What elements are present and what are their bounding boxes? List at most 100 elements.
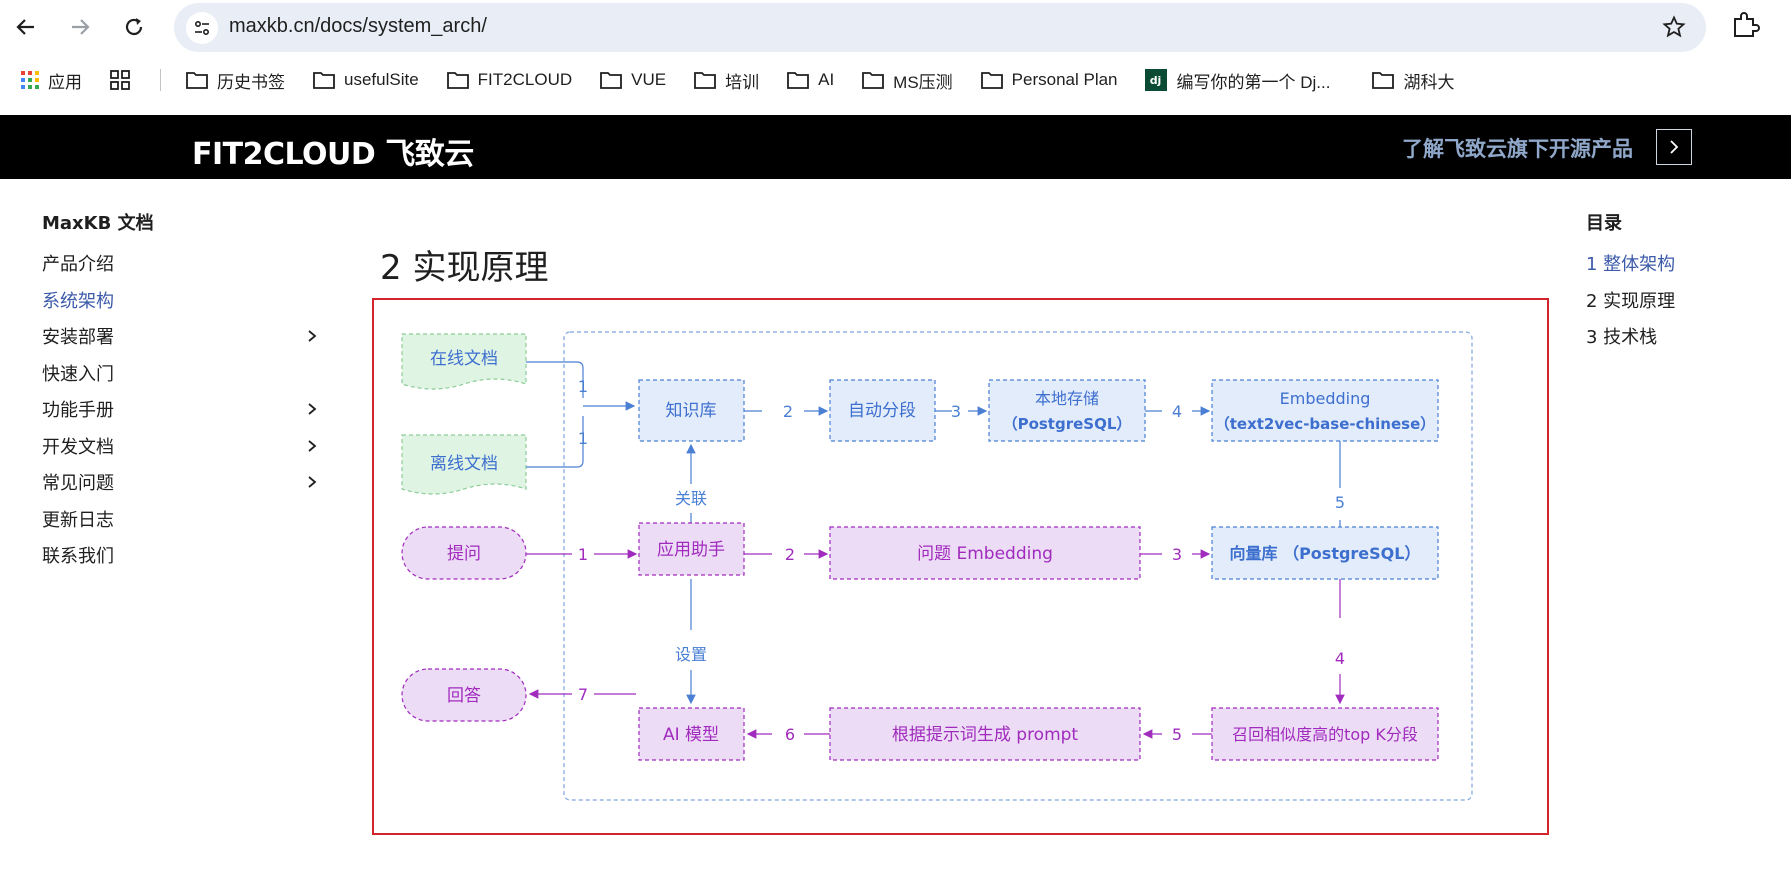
svg-text:向量库 （PostgreSQL）: 向量库 （PostgreSQL） bbox=[1230, 544, 1421, 563]
sidebar-item[interactable]: 系统架构 bbox=[42, 282, 322, 319]
svg-text:4: 4 bbox=[1172, 402, 1182, 421]
answer-node: 回答 bbox=[401, 668, 527, 722]
bookmarks-separator bbox=[160, 69, 161, 91]
toc-item[interactable]: 1 整体架构 bbox=[1586, 254, 1676, 276]
sidebar-item[interactable]: 更新日志 bbox=[42, 501, 322, 538]
arrow-right-icon bbox=[72, 19, 90, 35]
sidebar-item[interactable]: 联系我们 bbox=[42, 537, 322, 574]
svg-text:本地存储: 本地存储 bbox=[1035, 389, 1099, 408]
chevron-right-icon[interactable] bbox=[306, 328, 318, 344]
svg-text:设置: 设置 bbox=[675, 645, 707, 664]
folder-icon bbox=[186, 72, 208, 89]
app-assistant-node: 应用助手 bbox=[638, 522, 745, 576]
knowledge-base-node: 知识库 bbox=[638, 379, 745, 442]
sidebar-item[interactable]: 快速入门 bbox=[42, 355, 322, 392]
sidebar-item[interactable]: 功能手册 bbox=[42, 391, 322, 428]
offline-doc-node: 离线文档 bbox=[401, 434, 527, 495]
svg-text:关联: 关联 bbox=[675, 489, 707, 508]
arrow-left-icon bbox=[16, 19, 34, 35]
bookmark-folder-history[interactable]: 历史书签 bbox=[185, 68, 285, 93]
address-bar[interactable]: maxkb.cn/docs/system_arch/ bbox=[174, 3, 1706, 52]
ask-node: 提问 bbox=[401, 526, 527, 580]
bookmark-django[interactable]: dj 编写你的第一个 Dj... bbox=[1144, 68, 1330, 93]
svg-text:问题 Embedding: 问题 Embedding bbox=[917, 544, 1053, 564]
tab-grid-icon bbox=[110, 70, 130, 90]
bookmark-star-icon[interactable] bbox=[1662, 15, 1686, 43]
extensions-puzzle-icon[interactable] bbox=[1730, 10, 1760, 44]
learn-more-button[interactable] bbox=[1656, 129, 1692, 165]
svg-text:2: 2 bbox=[785, 545, 795, 564]
bookmark-folder-fit2cloud[interactable]: FIT2CLOUD bbox=[446, 70, 572, 90]
chevron-right-icon[interactable] bbox=[306, 401, 318, 417]
vector-db-node: 向量库 （PostgreSQL） bbox=[1211, 526, 1439, 580]
folder-icon bbox=[1372, 72, 1395, 89]
bookmark-folder-personal-plan[interactable]: Personal Plan bbox=[980, 70, 1118, 90]
sidebar-item-label: 常见问题 bbox=[42, 473, 114, 495]
svg-text:2: 2 bbox=[783, 402, 793, 421]
bookmark-folder-usefulsite[interactable]: usefulSite bbox=[312, 70, 419, 90]
svg-text:1: 1 bbox=[578, 545, 588, 564]
toc-item[interactable]: 3 技术栈 bbox=[1586, 327, 1658, 349]
svg-text:4: 4 bbox=[1335, 649, 1345, 668]
local-storage-node: 本地存储 （PostgreSQL） bbox=[988, 379, 1146, 442]
svg-text:回答: 回答 bbox=[447, 686, 481, 706]
folder-icon bbox=[600, 72, 623, 89]
svg-text:3: 3 bbox=[1172, 545, 1182, 564]
docs-sidebar: MaxKB 文档 产品介绍系统架构安装部署快速入门功能手册开发文档常见问题更新日… bbox=[42, 209, 322, 574]
sidebar-item-label: 产品介绍 bbox=[42, 254, 114, 276]
svg-text:7: 7 bbox=[578, 685, 588, 704]
bookmark-tab-groups[interactable] bbox=[109, 69, 139, 91]
bookmark-folder-ai[interactable]: AI bbox=[786, 70, 834, 90]
auto-segment-node: 自动分段 bbox=[829, 379, 936, 442]
bookmark-folder-training[interactable]: 培训 bbox=[693, 68, 759, 93]
sidebar-item-label: 功能手册 bbox=[42, 400, 114, 422]
folder-icon bbox=[446, 72, 469, 89]
sidebar-item-label: 开发文档 bbox=[42, 436, 114, 458]
folder-icon bbox=[787, 72, 810, 89]
svg-text:召回相似度高的top K分段: 召回相似度高的top K分段 bbox=[1232, 725, 1418, 744]
sidebar-title: MaxKB 文档 bbox=[42, 213, 154, 234]
svg-text:3: 3 bbox=[951, 402, 961, 421]
apps-grid-icon bbox=[21, 71, 39, 89]
online-doc-label: 在线文档 bbox=[430, 349, 498, 369]
architecture-diagram: 在线文档 离线文档 1 1 知识库 2 自动分段 3 本地存储 （Postgre… bbox=[401, 331, 1473, 801]
folder-icon bbox=[862, 72, 885, 89]
sidebar-item[interactable]: 安装部署 bbox=[42, 318, 322, 355]
forward-button[interactable] bbox=[63, 10, 97, 44]
svg-text:提问: 提问 bbox=[447, 544, 481, 564]
page-title: 2 实现原理 bbox=[380, 248, 549, 288]
svg-text:（PostgreSQL）: （PostgreSQL） bbox=[1003, 415, 1132, 433]
sidebar-item[interactable]: 产品介绍 bbox=[42, 245, 322, 282]
bookmark-folder-hkd[interactable]: 湖科大 bbox=[1371, 68, 1454, 93]
sidebar-item[interactable]: 常见问题 bbox=[42, 464, 322, 501]
sidebar-item[interactable]: 开发文档 bbox=[42, 428, 322, 465]
site-info-icon[interactable] bbox=[186, 12, 218, 44]
bookmarks-bar: 应用 历史书签 usefulSite FIT2CLOUD VUE 培训 AI M… bbox=[0, 60, 1791, 100]
svg-text:自动分段: 自动分段 bbox=[848, 401, 916, 421]
sidebar-item-label: 系统架构 bbox=[42, 290, 114, 312]
chevron-right-icon[interactable] bbox=[306, 438, 318, 454]
bookmark-folder-ms[interactable]: MS压测 bbox=[861, 68, 953, 93]
svg-text:5: 5 bbox=[1172, 725, 1182, 744]
ai-model-node: AI 模型 bbox=[638, 707, 745, 761]
back-button[interactable] bbox=[9, 10, 43, 44]
svg-text:5: 5 bbox=[1335, 493, 1345, 512]
folder-icon bbox=[313, 72, 335, 89]
bookmark-apps[interactable]: 应用 bbox=[20, 68, 82, 93]
django-icon: dj bbox=[1144, 69, 1167, 91]
svg-text:根据提示词生成 prompt: 根据提示词生成 prompt bbox=[892, 725, 1079, 745]
svg-text:（text2vec-base-chinese）: （text2vec-base-chinese） bbox=[1215, 415, 1436, 433]
chevron-right-icon bbox=[1670, 140, 1679, 154]
chevron-right-icon[interactable] bbox=[306, 474, 318, 490]
toc-item[interactable]: 2 实现原理 bbox=[1586, 290, 1676, 312]
sidebar-item-label: 快速入门 bbox=[42, 363, 114, 385]
reload-button[interactable] bbox=[117, 10, 151, 44]
offline-doc-label: 离线文档 bbox=[430, 454, 498, 474]
brand-logo[interactable]: FIT2CLOUD 飞致云 bbox=[192, 137, 474, 172]
sidebar-item-label: 更新日志 bbox=[42, 509, 114, 531]
bookmark-folder-vue[interactable]: VUE bbox=[599, 70, 666, 90]
embedding-node: Embedding （text2vec-base-chinese） bbox=[1211, 379, 1439, 442]
learn-more-link[interactable]: 了解飞致云旗下开源产品 bbox=[1402, 137, 1633, 161]
url-text[interactable]: maxkb.cn/docs/system_arch/ bbox=[229, 15, 487, 37]
